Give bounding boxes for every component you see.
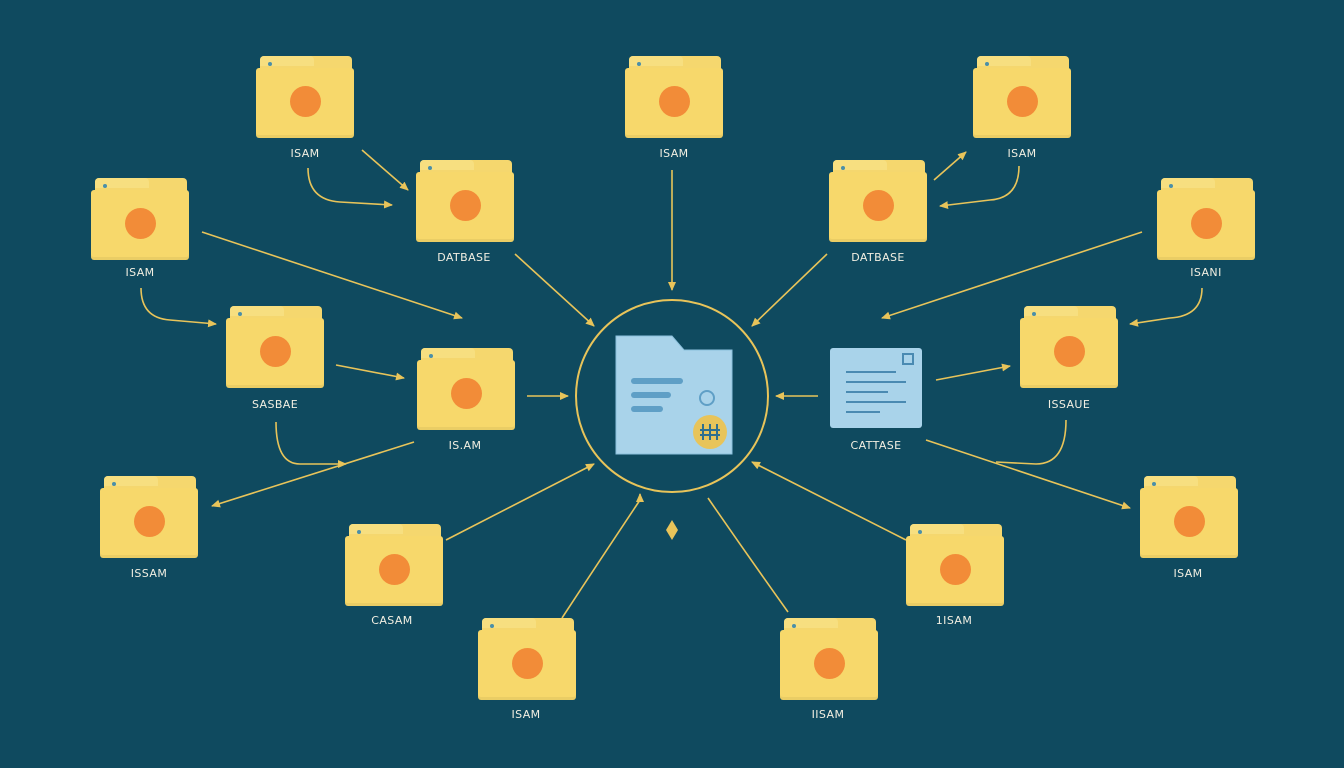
down-arrow-icon [666, 520, 678, 540]
folder-icon [829, 160, 927, 242]
connector [335, 364, 405, 381]
central-database-folder-icon [615, 335, 733, 455]
folder-icon [1157, 178, 1255, 260]
folder-icon [345, 524, 443, 606]
connector [939, 165, 1020, 210]
node-label: ISAM [125, 266, 155, 279]
connector [751, 253, 828, 327]
folder-icon [226, 306, 324, 388]
hub-ring [575, 299, 769, 493]
connector [881, 231, 1143, 320]
folder-icon [416, 160, 514, 242]
node-label: IS.AM [448, 439, 482, 452]
document-icon [830, 348, 922, 428]
node-label: ISAM [290, 147, 320, 160]
node-label: 1ISAM [935, 614, 973, 627]
folder-icon [625, 56, 723, 138]
connector [140, 287, 217, 328]
connector [561, 499, 641, 619]
folder-icon [100, 476, 198, 558]
node-label: DATBASE [851, 251, 905, 264]
node-label: ISANI [1190, 266, 1222, 279]
connector [995, 419, 1067, 465]
connector [935, 363, 1011, 381]
connector [1129, 287, 1203, 327]
connector [933, 151, 967, 181]
connector [514, 253, 595, 327]
node-label: SASBAE [251, 398, 299, 411]
connector [201, 231, 463, 320]
folder-icon [973, 56, 1071, 138]
node-label: DATBASE [437, 251, 491, 264]
folder-icon [1140, 476, 1238, 558]
connector [307, 167, 393, 209]
connector [707, 497, 789, 613]
connector [275, 421, 347, 468]
folder-icon [91, 178, 189, 260]
folder-icon [780, 618, 878, 700]
central-hub [575, 299, 769, 493]
connectors [140, 149, 1203, 619]
connector [751, 461, 907, 541]
node-label: ISAM [659, 147, 689, 160]
connector [361, 149, 409, 191]
node-label: IISAM [811, 708, 845, 721]
node-label: ISAM [1173, 567, 1203, 580]
connector [925, 439, 1131, 510]
folder-icon [256, 56, 354, 138]
connector [445, 463, 595, 541]
node-label: ISSAUE [1047, 398, 1091, 411]
node-label: ISAM [511, 708, 541, 721]
node-label: ISAM [1007, 147, 1037, 160]
folder-icon [1020, 306, 1118, 388]
folder-icon [417, 348, 515, 430]
node-label: CASAM [371, 614, 413, 627]
node-label: CATTASE [850, 439, 902, 452]
connector [211, 441, 415, 508]
node-label: ISSAM [130, 567, 168, 580]
folder-icon [906, 524, 1004, 606]
folder-icon [478, 618, 576, 700]
